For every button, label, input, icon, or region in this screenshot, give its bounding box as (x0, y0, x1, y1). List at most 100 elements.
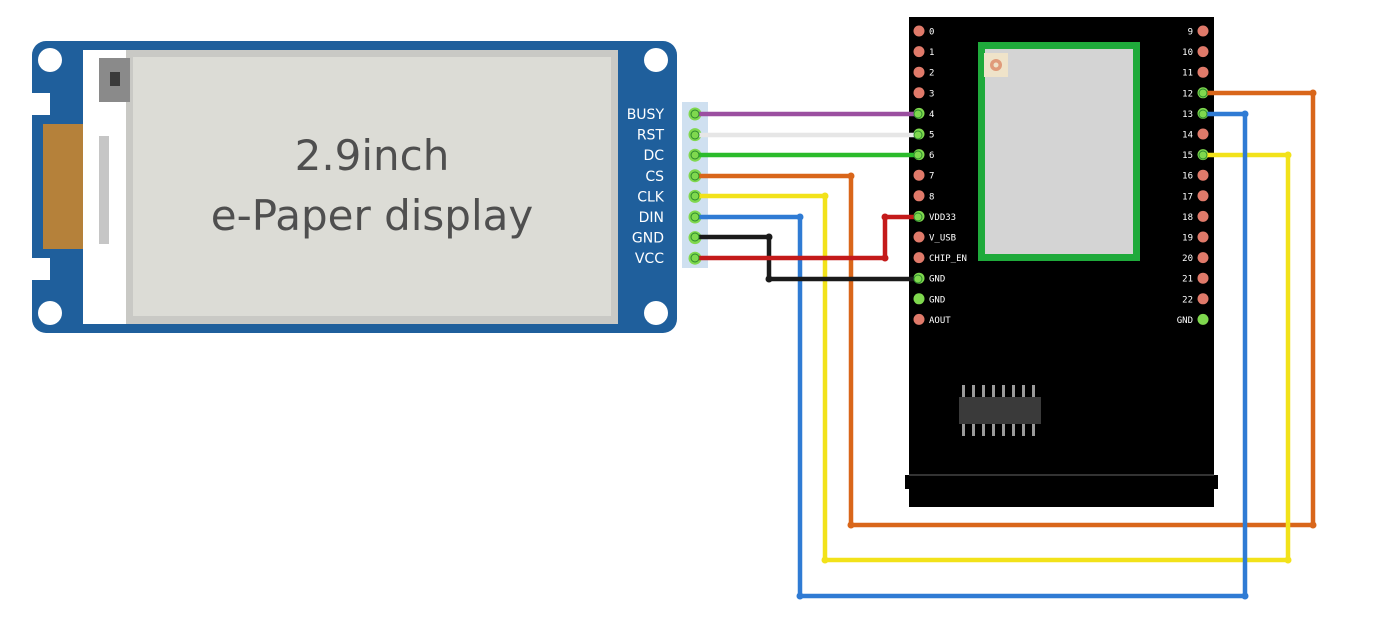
ic-leg-top-6 (1022, 385, 1025, 397)
display-pin-label-din: DIN (639, 210, 664, 226)
mcu-right-pin-label-6: 15 (1182, 151, 1193, 161)
mcu-right-pin-20-11 (1197, 252, 1209, 264)
mcu-right-pin-10-1 (1197, 46, 1209, 58)
mcu-left-pin-1-1 (913, 46, 925, 58)
mcu-left-pin-chip-en-11 (913, 252, 925, 264)
wire-endpoint-4 (690, 191, 700, 201)
epaper-display-module: 2.9inch e-Paper display BUSYRSTDCCSCLKDI… (30, 41, 708, 333)
mcu-right-pin-label-4: 13 (1182, 110, 1193, 120)
mcu-right-pin-label-11: 20 (1182, 254, 1193, 264)
ic-leg-top-3 (992, 385, 995, 397)
mcu-right-pin-11-2 (1197, 66, 1209, 78)
mcu-right-pin-label-5: 14 (1182, 131, 1193, 141)
wire-bend-8 (796, 213, 804, 221)
panel-edge-strip (99, 136, 109, 244)
ic-leg-top-0 (962, 385, 965, 397)
mcu-left-pin-label-12: GND (929, 275, 945, 285)
antenna-icon-center (993, 62, 999, 68)
mcu-right-pin-label-3: 12 (1182, 89, 1193, 99)
mcu-left-pin-3-3 (913, 87, 925, 99)
mcu-left-pin-0-0 (913, 25, 925, 37)
mcu-base-line (909, 474, 1214, 476)
mcu-right-pin-14-5 (1197, 128, 1209, 140)
display-title-line2: e-Paper display (211, 191, 533, 240)
mcu-right-pin-gnd-14 (1197, 313, 1209, 325)
epaper-screen (133, 57, 611, 316)
display-title-line1: 2.9inch (295, 131, 450, 180)
mcu-right-pin-label-7: 16 (1182, 172, 1193, 182)
wire-bend-7 (1284, 151, 1292, 159)
mcu-left-pin-label-8: 8 (929, 192, 934, 202)
wire-endpoint-3 (690, 171, 700, 181)
wire-endpoint-5 (690, 212, 700, 222)
mcu-left-pin-2-2 (913, 66, 925, 78)
wire-bend-3 (1309, 89, 1317, 97)
mcu-left-pin-label-1: 1 (929, 48, 934, 58)
wire-endpoint-13 (1198, 88, 1208, 98)
mcu-right-pin-label-8: 17 (1182, 192, 1193, 202)
mcu-right-pin-label-13: 22 (1182, 295, 1193, 305)
ic-leg-bottom-4 (1002, 424, 1005, 436)
ic-leg-top-2 (982, 385, 985, 397)
mcu-right-pin-label-12: 21 (1182, 275, 1193, 285)
wire-endpoint-6 (690, 232, 700, 242)
wire-endpoints (690, 88, 1208, 284)
display-pin-label-dc: DC (643, 148, 664, 164)
wire-bend-2 (1309, 521, 1317, 529)
mcu-right-pin-label-9: 18 (1182, 213, 1193, 223)
mount-hole-br (644, 301, 668, 325)
wire-cs (692, 90, 1316, 528)
display-pin-label-vcc: VCC (635, 251, 664, 267)
wire-bend-10 (1241, 592, 1249, 600)
wire-endpoint-11 (913, 212, 923, 222)
ic-leg-bottom-1 (972, 424, 975, 436)
wire-endpoint-7 (690, 253, 700, 263)
pcb-notch-bottom (30, 258, 50, 280)
wire-joints (765, 89, 1317, 600)
mcu-left-pin-label-3: 3 (929, 89, 934, 99)
wire-bend-5 (821, 556, 829, 564)
mcu-right-pin-label-14: GND (1177, 316, 1193, 326)
wire-endpoint-1 (690, 130, 700, 140)
wire-endpoint-12 (913, 274, 923, 284)
ic-leg-bottom-0 (962, 424, 965, 436)
mcu-left-pin-8-8 (913, 190, 925, 202)
wire-endpoint-9 (913, 130, 923, 140)
wire-bend-11 (1241, 110, 1249, 118)
mount-hole-tr (644, 48, 668, 72)
mcu-left-pin-label-0: 0 (929, 28, 934, 38)
ic-leg-top-1 (972, 385, 975, 397)
display-pin-label-busy: BUSY (627, 107, 665, 123)
mcu-right-pin-22-13 (1197, 293, 1209, 305)
mount-hole-tl (38, 48, 62, 72)
mcu-left-pin-label-2: 2 (929, 69, 934, 79)
panel-chip-center (110, 72, 120, 86)
mcu-left-pin-label-14: AOUT (929, 316, 951, 326)
display-pin-label-gnd: GND (632, 231, 664, 247)
mcu-left-pin-label-6: 6 (929, 151, 934, 161)
mcu-right-pin-label-1: 10 (1182, 48, 1193, 58)
wire-bend-12 (765, 233, 773, 241)
wires (692, 90, 1316, 599)
display-pin-label-clk: CLK (637, 189, 665, 205)
mcu-side-tab-left (905, 475, 913, 489)
wire-bend-6 (1284, 556, 1292, 564)
pcb-notch-top (30, 93, 50, 115)
wire-bend-13 (765, 275, 773, 283)
ic-leg-top-7 (1032, 385, 1035, 397)
wire-clk (692, 152, 1291, 563)
wire-bend-14 (881, 254, 889, 262)
mcu-right-pin-21-12 (1197, 272, 1209, 284)
mcu-left-pin-label-11: CHIP_EN (929, 254, 967, 264)
mcu-left-pin-label-10: V_USB (929, 234, 956, 244)
ic-chip-body (959, 397, 1041, 424)
mcu-left-pin-7-7 (913, 169, 925, 181)
rf-module-shield (985, 49, 1133, 254)
mcu-right-pin-16-7 (1197, 169, 1209, 181)
mcu-left-pin-aout-14 (913, 313, 925, 325)
wire-din (692, 111, 1248, 599)
wire-bend-4 (821, 192, 829, 200)
